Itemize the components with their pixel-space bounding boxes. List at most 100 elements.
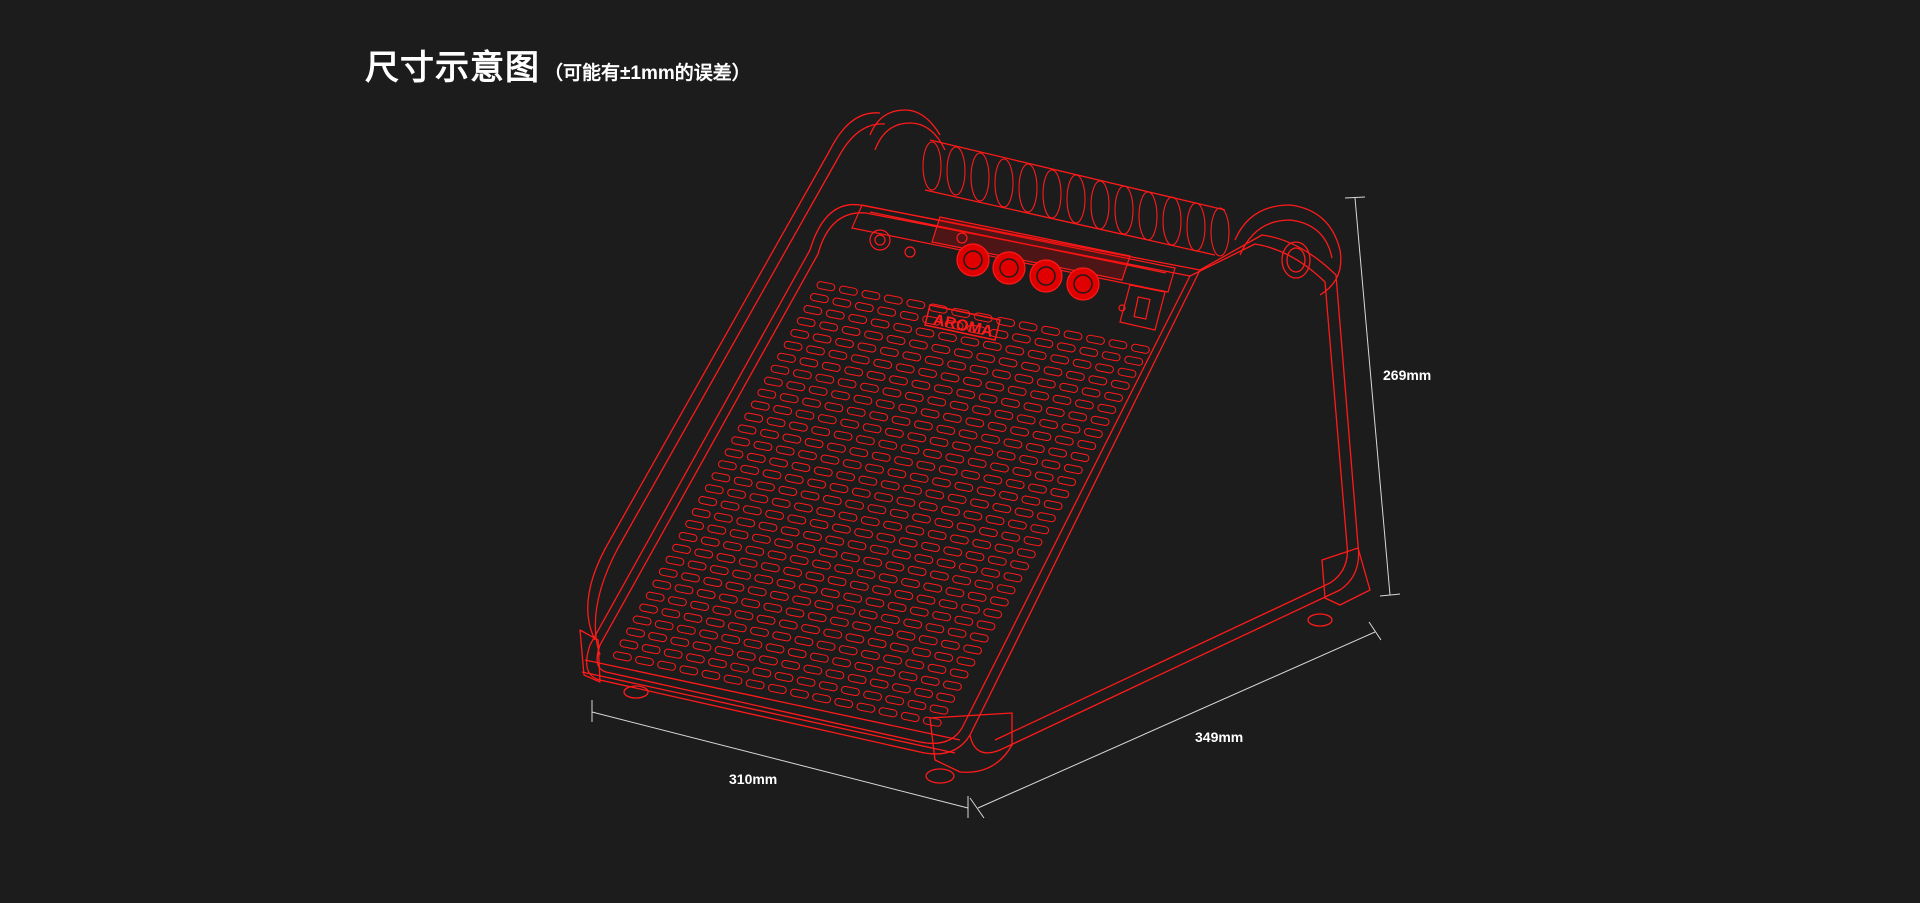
grille-slot	[690, 600, 709, 611]
grille-slot	[928, 303, 948, 314]
grille-slot	[779, 393, 799, 404]
grille-slot	[880, 346, 899, 357]
grille-slot	[759, 655, 778, 666]
grille-slot	[780, 526, 800, 537]
grille-slot	[999, 490, 1018, 502]
page-title: 尺寸示意图（可能有±1mm的误差）	[365, 40, 751, 89]
grille-slot	[626, 627, 645, 638]
grille-slot	[970, 498, 989, 509]
grille-slot	[896, 630, 916, 641]
grille-slot	[998, 357, 1018, 368]
grille-slot	[1001, 397, 1020, 408]
grille-slot	[869, 411, 889, 422]
grille-slot	[869, 544, 889, 555]
grille-slot	[819, 321, 839, 332]
grille-slot	[953, 348, 973, 359]
grille-slot	[639, 603, 658, 614]
grille-slot	[898, 671, 918, 682]
grille-slot	[1037, 512, 1056, 523]
grille-slot	[774, 671, 794, 683]
grille-slot	[794, 636, 814, 647]
grille-slot	[1075, 399, 1094, 410]
grille-slot	[886, 334, 906, 346]
grille-slot	[812, 693, 831, 704]
grille-slot	[1084, 427, 1103, 439]
grille-slot	[732, 569, 751, 580]
grille-slot	[923, 582, 943, 593]
grille-slot	[871, 451, 891, 462]
grille-slot	[851, 487, 871, 498]
grille-slot	[719, 593, 738, 604]
grille-slot	[1023, 402, 1043, 413]
grille-slot	[967, 324, 986, 335]
grille-slot	[842, 459, 862, 470]
grille-slot	[857, 342, 877, 353]
grille-slot	[874, 492, 893, 503]
grille-slot	[922, 716, 942, 727]
grille-slot	[1027, 349, 1047, 360]
grille-slot	[720, 500, 740, 511]
grille-slot	[635, 655, 654, 667]
grille-slot	[707, 524, 727, 535]
grille-slot	[787, 514, 807, 525]
grille-slot	[885, 695, 905, 706]
grille-slot	[787, 648, 807, 659]
grille-slot	[1041, 325, 1060, 336]
grille-slot	[762, 469, 782, 480]
width-dimension-label: 310mm	[729, 771, 778, 787]
grille-slot	[918, 635, 938, 646]
grille-slot	[870, 318, 890, 329]
grille-slot	[883, 294, 903, 305]
grille-slot	[796, 676, 816, 687]
grille-slot	[872, 585, 891, 596]
grille-slot	[790, 328, 810, 340]
grille-slot	[932, 611, 951, 622]
grille-slot	[1005, 345, 1025, 356]
grille-slot	[854, 528, 873, 539]
grille-slot	[761, 562, 780, 573]
grille-slot	[800, 490, 820, 501]
grille-slot	[784, 473, 804, 485]
grille-slot	[1110, 379, 1130, 390]
grille-slot	[907, 565, 927, 577]
grille-slot	[898, 403, 918, 414]
grille-slot	[904, 391, 924, 402]
grille-slot	[1063, 330, 1083, 341]
grille-slot	[804, 438, 824, 449]
grille-slot	[825, 669, 845, 680]
grille-slot	[911, 379, 931, 390]
grille-slot	[790, 688, 809, 699]
grille-slot	[654, 620, 674, 631]
grille-slot	[1023, 536, 1043, 547]
grille-slot	[900, 444, 920, 455]
grille-slot	[632, 615, 652, 626]
grille-slot	[1079, 346, 1099, 357]
grille-slot	[687, 560, 707, 571]
grille-slot	[885, 561, 905, 572]
grille-slot	[1016, 414, 1036, 425]
grille-slot	[856, 435, 875, 446]
grille-slot	[881, 613, 900, 625]
grille-slot	[972, 539, 992, 550]
grille-slot	[805, 571, 825, 582]
grille-slot	[1018, 321, 1038, 332]
grille-slot	[990, 462, 1009, 473]
grille-slot	[972, 405, 991, 416]
grille-slot	[958, 429, 978, 440]
grille-slot	[691, 508, 711, 519]
grille-slot	[1081, 387, 1101, 398]
grille-slot	[765, 509, 784, 520]
grille-slot	[983, 474, 1003, 485]
grille-slot	[994, 409, 1014, 420]
grille-slot	[936, 692, 956, 703]
grille-slot	[832, 523, 851, 534]
grille-slot	[887, 601, 907, 613]
grille-slot	[752, 533, 771, 544]
grille-slot	[856, 702, 876, 713]
grille-slot	[850, 354, 870, 365]
grille-slot	[918, 501, 938, 512]
grille-slot	[827, 576, 847, 587]
grille-slot	[1077, 439, 1097, 451]
grille-slot	[1056, 342, 1076, 353]
title-main: 尺寸示意图	[365, 49, 540, 87]
